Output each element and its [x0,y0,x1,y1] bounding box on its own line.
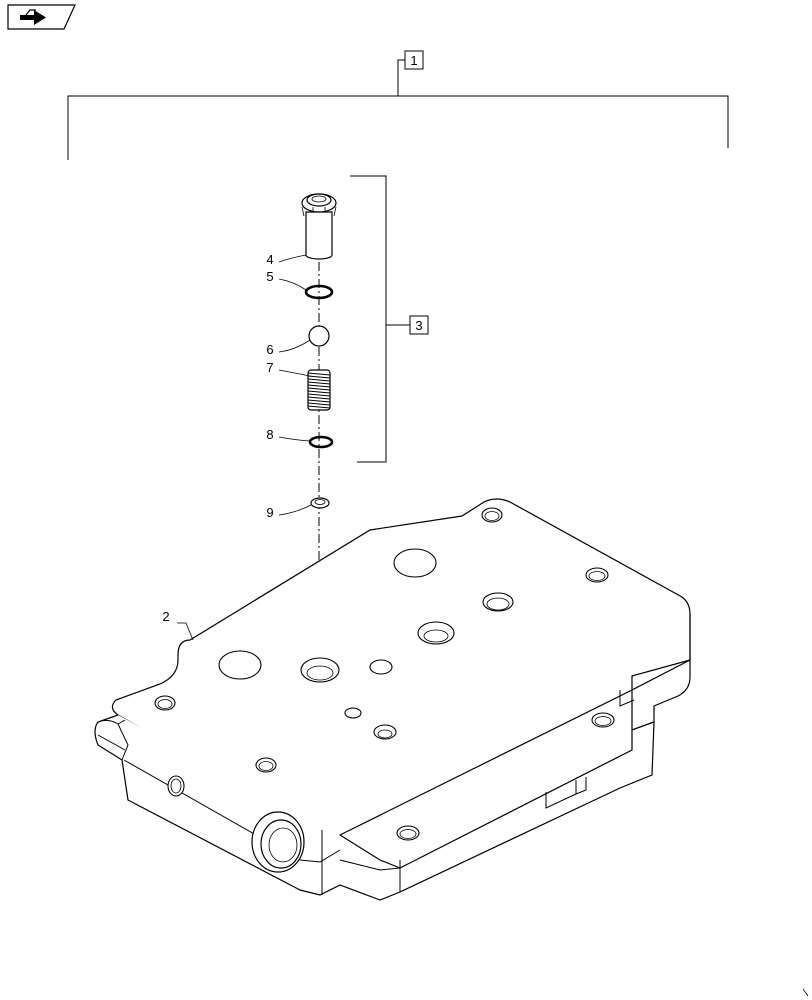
callout-6[interactable]: 6 [266,339,311,357]
o-ring-part[interactable] [304,284,334,300]
callout-7[interactable]: 7 [266,360,311,377]
next-page-arrow-button[interactable] [6,4,76,30]
callout-5[interactable]: 5 [266,269,307,291]
side-port [251,811,305,873]
o-ring-lower-part[interactable] [308,435,334,449]
callout-8[interactable]: 8 [266,427,311,442]
part-number-2: 2 [162,609,169,624]
next-page-arrow-icon [20,9,46,25]
callout-4[interactable]: 4 [266,252,307,267]
callout-3[interactable]: 3 [409,315,429,335]
callout-2[interactable]: 2 [162,609,194,641]
callout-9[interactable]: 9 [266,504,312,520]
part-number-5: 5 [266,269,273,284]
plug-part[interactable] [301,193,337,260]
part-number-8: 8 [266,427,273,442]
spring-part[interactable] [307,369,331,411]
seat-ring-part[interactable] [310,497,330,509]
valve-body-part[interactable] [94,498,691,901]
ball-part[interactable] [308,325,330,347]
callout-1[interactable]: 1 [404,50,424,70]
callout-1-label: 1 [410,53,417,68]
assembly-bracket [67,59,729,160]
corner-mark [802,988,809,997]
part-number-6: 6 [266,342,273,357]
part-number-9: 9 [266,505,273,520]
part-number-7: 7 [266,360,273,375]
subassembly-bracket [350,175,410,463]
part-number-4: 4 [266,252,273,267]
callout-3-label: 3 [415,318,422,333]
